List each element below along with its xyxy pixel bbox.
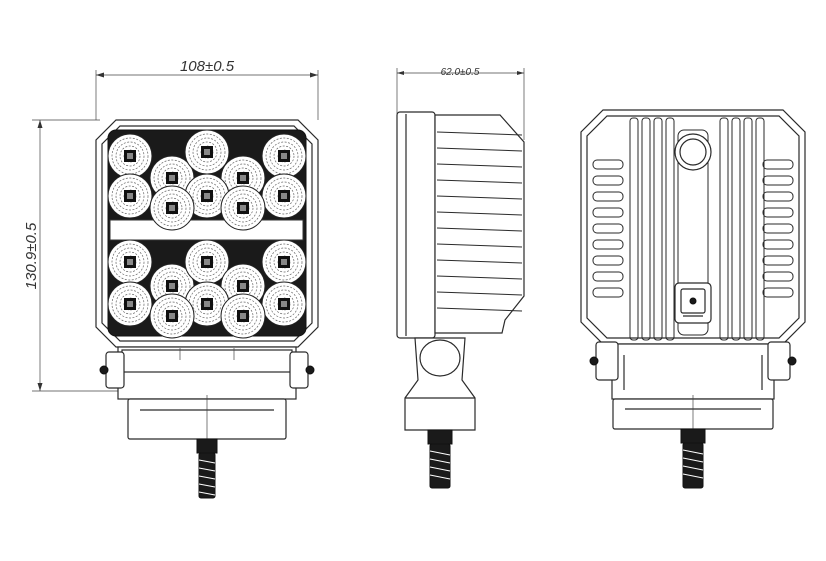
side-fin-line <box>436 291 523 296</box>
led-reflector <box>184 281 230 327</box>
back-fins <box>592 117 794 341</box>
led-reflector <box>261 281 307 327</box>
led-reflector <box>107 239 153 285</box>
side-fin-line <box>436 275 523 280</box>
side-fin-line <box>436 243 523 248</box>
side-fin-line <box>436 227 523 232</box>
led-reflector <box>107 281 153 327</box>
connector-plug <box>674 282 712 324</box>
back-fin-right <box>762 239 794 250</box>
back-fin-vertical <box>731 117 741 341</box>
back-fin-right <box>762 159 794 170</box>
back-fin-left <box>592 207 624 218</box>
back-fin-left <box>592 191 624 202</box>
led-reflector <box>107 133 153 179</box>
side-fin-line <box>436 179 523 184</box>
height-dimension-label: 130.9±0.5 <box>23 222 40 289</box>
back-fin-left <box>592 255 624 266</box>
back-fin-vertical <box>719 117 729 341</box>
side-mount-bracket <box>404 337 476 489</box>
back-fin-left <box>592 239 624 250</box>
led-array <box>107 129 307 339</box>
side-view: 62.0±0.5 <box>396 67 525 489</box>
back-fin-vertical <box>665 117 675 341</box>
side-fins <box>436 131 523 312</box>
side-fin-line <box>436 131 523 136</box>
width-dimension: 108±0.5 <box>95 58 319 120</box>
back-fin-vertical <box>755 117 765 341</box>
side-heatsink <box>434 114 525 334</box>
drl-light-bar <box>109 219 304 241</box>
back-fin-left <box>592 287 624 298</box>
back-fin-right <box>762 287 794 298</box>
back-fin-left <box>592 223 624 234</box>
back-view <box>580 109 806 489</box>
led-reflector <box>261 173 307 219</box>
led-reflector <box>184 129 230 175</box>
back-center-column <box>677 129 709 336</box>
led-reflector <box>220 293 266 339</box>
back-fin-right <box>762 207 794 218</box>
side-fin-line <box>436 147 523 152</box>
depth-dimension: 62.0±0.5 <box>396 67 525 140</box>
back-fin-left <box>592 159 624 170</box>
led-reflector <box>149 293 195 339</box>
back-fin-right <box>762 271 794 282</box>
back-fin-vertical <box>629 117 639 341</box>
side-fin-line <box>436 211 523 216</box>
led-reflector <box>149 185 195 231</box>
side-fin-line <box>436 307 523 312</box>
back-mount-bracket <box>589 341 797 489</box>
back-fin-right <box>762 255 794 266</box>
back-fin-left <box>592 271 624 282</box>
height-dimension: 130.9±0.5 <box>23 119 140 392</box>
side-fin-line <box>436 195 523 200</box>
back-housing-inner <box>586 115 800 339</box>
back-fin-vertical <box>743 117 753 341</box>
back-fin-right <box>762 191 794 202</box>
back-fin-vertical <box>653 117 663 341</box>
width-dimension-label: 108±0.5 <box>180 58 235 75</box>
back-fin-left <box>592 175 624 186</box>
side-bezel <box>396 111 436 339</box>
side-fin-line <box>436 259 523 264</box>
back-fin-right <box>762 223 794 234</box>
led-reflector <box>107 173 153 219</box>
side-fin-line <box>436 163 523 168</box>
led-reflector <box>261 133 307 179</box>
depth-dimension-label: 62.0±0.5 <box>441 67 480 78</box>
back-fin-vertical <box>641 117 651 341</box>
led-reflector <box>261 239 307 285</box>
front-mount-bracket <box>99 346 315 499</box>
front-view: 108±0.5 130.9±0.5 <box>23 58 319 499</box>
back-fin-right <box>762 175 794 186</box>
led-reflector <box>184 239 230 285</box>
led-reflector <box>220 185 266 231</box>
